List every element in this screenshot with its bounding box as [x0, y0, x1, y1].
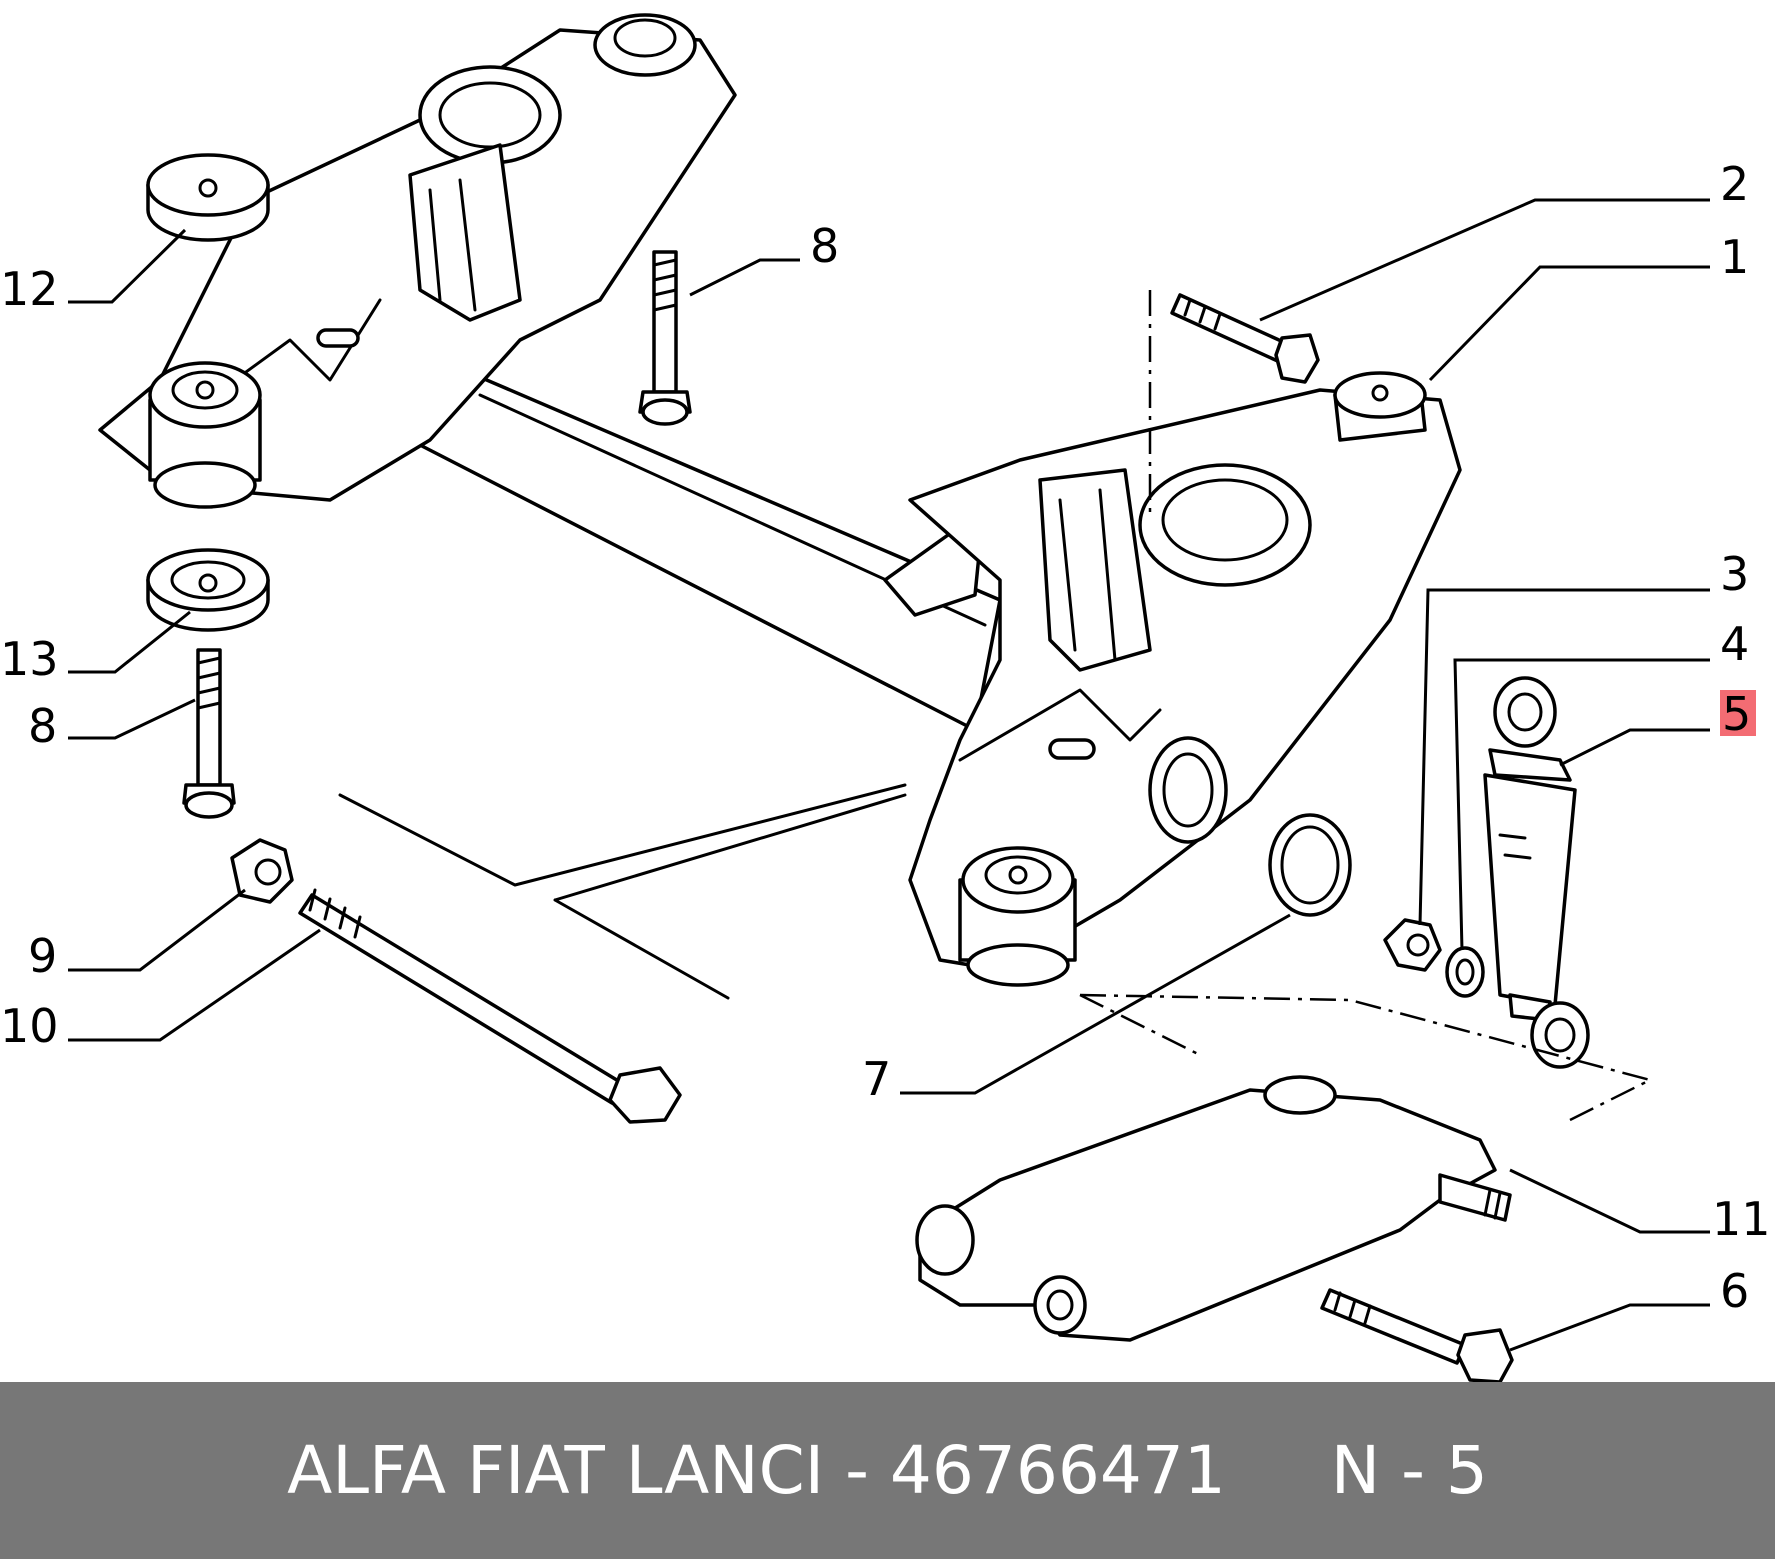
part-3-nut: [1383, 918, 1442, 972]
callout-9: 9: [28, 929, 57, 983]
callout-8-lower: 8: [28, 699, 57, 753]
callout-3: 3: [1720, 547, 1749, 601]
part-7-bushing: [1268, 813, 1352, 917]
part-13-lower-pad: [146, 548, 270, 632]
callout-1: 1: [1720, 230, 1749, 284]
callout-11: 11: [1712, 1192, 1771, 1246]
exploded-parts-diagram: 2 1 3 4 5 11 6 7 8 12 13 8 9 10: [0, 13, 1771, 1382]
part-8-bolt-lower: [182, 648, 236, 819]
leader-lines: [68, 198, 1710, 1352]
part-6-bolt: [1320, 1288, 1514, 1382]
part-10-long-bolt: [298, 888, 682, 1124]
part-11-trailing-arm: [915, 1075, 1512, 1342]
callout-2: 2: [1720, 157, 1749, 211]
callout-12: 12: [0, 262, 59, 316]
callout-13: 13: [0, 632, 59, 686]
callout-8-upper: 8: [810, 219, 839, 273]
part-2-bolt: [1170, 293, 1320, 384]
part-5-shock-absorber: [1483, 676, 1590, 1069]
callout-5-highlight: [1720, 690, 1756, 736]
part-number-caption: ALFA FIAT LANCI - 46766471 N - 5: [287, 1432, 1488, 1509]
callout-5: 5: [1722, 687, 1751, 741]
callout-6: 6: [1720, 1264, 1749, 1318]
callout-7: 7: [862, 1052, 891, 1106]
part-number-footer: ALFA FIAT LANCI - 46766471 N - 5: [0, 1382, 1775, 1559]
part-12-upper-pad: [146, 153, 270, 242]
assembly-axis-lines: [338, 290, 1654, 1122]
callout-labels: 2 1 3 4 5 11 6 7 8 12 13 8 9 10: [0, 157, 1771, 1318]
callout-10: 10: [0, 999, 59, 1053]
part-8-bolt-upper: [638, 250, 692, 426]
callout-4: 4: [1720, 617, 1749, 671]
part-4-washer: [1445, 946, 1485, 998]
rear-axle-crossmember: [98, 13, 1462, 987]
